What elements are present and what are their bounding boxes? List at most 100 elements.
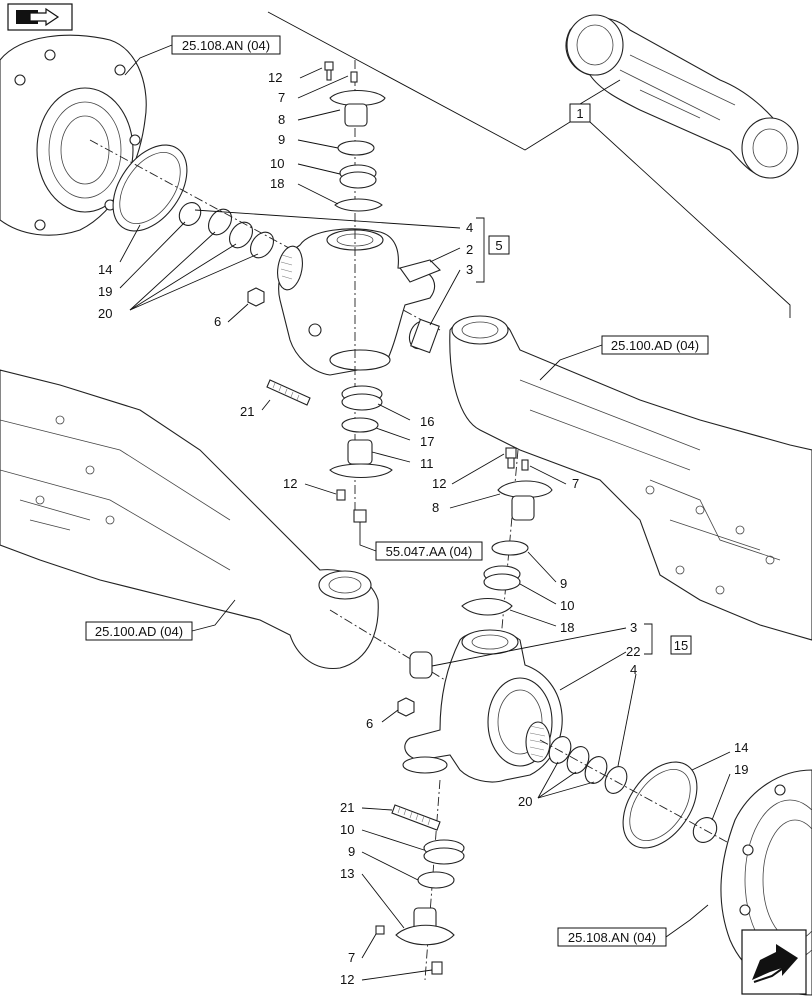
svg-text:13: 13 [340, 866, 354, 881]
callouts-right-middle: 12 7 8 9 10 18 [432, 453, 579, 635]
leader-hub-bottom [665, 904, 709, 938]
svg-text:9: 9 [348, 844, 355, 859]
steering-knuckle-lower [402, 629, 563, 783]
part-17-ring-lower [341, 417, 379, 433]
leader-bolt-kit [359, 522, 377, 552]
svg-text:10: 10 [270, 156, 284, 171]
leader-1b [267, 11, 571, 151]
svg-text:14: 14 [98, 262, 112, 277]
part-11-cap-lower [329, 439, 393, 478]
svg-text:7: 7 [278, 90, 285, 105]
svg-text:16: 16 [420, 414, 434, 429]
leader-1a [579, 79, 621, 105]
ref-axle-left-label: 25.100.AD (04) [95, 624, 183, 639]
part-9-ring-middle [491, 540, 529, 556]
leader-1c [589, 121, 791, 318]
ref-axle-right-label: 25.100.AD (04) [611, 338, 699, 353]
svg-text:12: 12 [268, 70, 282, 85]
svg-text:20: 20 [98, 306, 112, 321]
svg-text:9: 9 [278, 132, 285, 147]
callouts-upper: 12 7 8 9 10 18 4 2 3 14 19 20 6 21 16 17 [98, 67, 485, 495]
part-20-ring-e [566, 746, 590, 774]
part-8-cap-top [329, 89, 386, 127]
part-16-bearing-lower [341, 385, 383, 411]
svg-text:4: 4 [466, 220, 473, 235]
book-arrow-icon[interactable] [7, 3, 73, 31]
svg-text:3: 3 [466, 262, 473, 277]
callouts-lower: 3 22 4 6 20 14 19 21 10 9 13 7 12 [340, 620, 748, 987]
part-12-bolt-middle [505, 447, 517, 469]
leader-axle-right [539, 344, 603, 381]
axle-housing-left [0, 369, 379, 669]
group-box-15-label: 15 [674, 638, 688, 653]
part-20-ring-a [207, 208, 233, 236]
svg-text:4: 4 [630, 662, 637, 677]
part-18-shim-middle [461, 597, 513, 616]
svg-text:7: 7 [572, 476, 579, 491]
part-9-ring-top [337, 140, 375, 156]
ref-bolt-kit-label: 55.047.AA (04) [386, 544, 473, 559]
svg-text:18: 18 [270, 176, 284, 191]
axle-housing-right [449, 315, 812, 641]
part-3-bushing-lower [409, 651, 433, 679]
svg-text:22: 22 [626, 644, 640, 659]
part-2-arm-upper [399, 259, 441, 283]
part-4-ring-lower [604, 766, 628, 794]
svg-text:2: 2 [466, 242, 473, 257]
part-12-bolt-lower [431, 961, 443, 975]
svg-text:10: 10 [560, 598, 574, 613]
svg-text:14: 14 [734, 740, 748, 755]
svg-text:18: 18 [560, 620, 574, 635]
svg-text:12: 12 [432, 476, 446, 491]
steering-knuckle-upper [277, 228, 435, 376]
group-box-15[interactable] [670, 635, 692, 655]
part-6-nut-lower [397, 697, 415, 717]
part-20-ring-b [228, 221, 254, 249]
axle-assembly-thumbnail [565, 14, 799, 179]
part-9-ring-lower [417, 871, 455, 889]
ref-hub-top-label: 25.108.AN (04) [182, 38, 270, 53]
svg-text:6: 6 [214, 314, 221, 329]
svg-text:7: 7 [348, 950, 355, 965]
svg-text:19: 19 [98, 284, 112, 299]
hub-housing-top-left [0, 34, 147, 236]
next-arrow-icon[interactable] [741, 929, 807, 995]
part-7-grease-fitting-top [350, 71, 358, 83]
part-21-stud-upper [266, 379, 311, 406]
part-10-bearing-lower [423, 839, 465, 865]
group-box-5-label: 5 [495, 238, 502, 253]
ref-hub-bottom-label: 25.108.AN (04) [568, 930, 656, 945]
part-12-bolt-top [324, 61, 334, 81]
part-7-grease-fitting-lower [375, 925, 385, 935]
part-13-cap-lower [395, 907, 455, 946]
part-14-seal-upper [112, 144, 188, 232]
svg-text:20: 20 [518, 794, 532, 809]
svg-text:8: 8 [432, 500, 439, 515]
svg-text:19: 19 [734, 762, 748, 777]
part-21-stud-lower [391, 804, 441, 831]
part-8-cap-middle [497, 480, 553, 521]
axis-lower-horizontal [539, 739, 761, 861]
part-18-shim-top [334, 198, 383, 212]
leader-hub-top [124, 44, 173, 76]
group-box-1-label: 1 [576, 106, 583, 121]
svg-text:8: 8 [278, 112, 285, 127]
svg-text:9: 9 [560, 576, 567, 591]
svg-text:10: 10 [340, 822, 354, 837]
svg-text:17: 17 [420, 434, 434, 449]
svg-text:3: 3 [630, 620, 637, 635]
part-3-bushing-upper [408, 318, 440, 354]
svg-text:21: 21 [240, 404, 254, 419]
part-10-bearing-top [339, 164, 377, 189]
svg-text:6: 6 [366, 716, 373, 731]
leader-axle-left [191, 599, 236, 632]
part-6-nut-upper [247, 287, 265, 307]
group-box-5[interactable] [488, 235, 510, 255]
part-10-bearing-middle [483, 565, 521, 591]
part-12-bolt-lower-a [336, 489, 346, 501]
svg-text:12: 12 [283, 476, 297, 491]
part-12-bolt-lower-b [353, 509, 367, 523]
svg-text:12: 12 [340, 972, 354, 987]
